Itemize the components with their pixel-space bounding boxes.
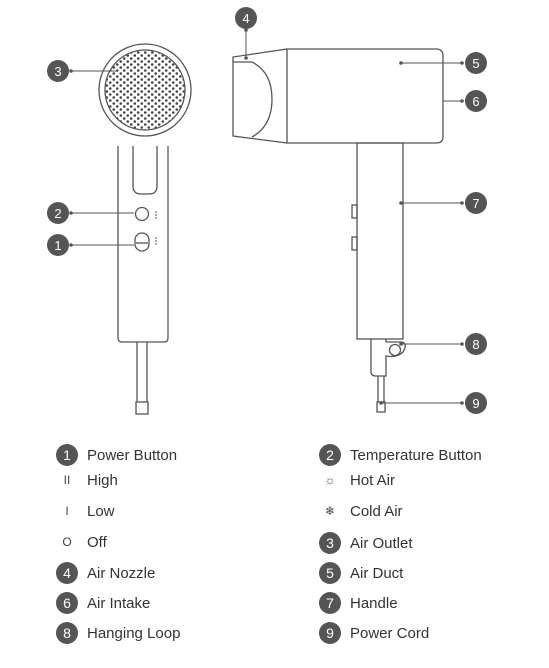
svg-text:7: 7	[472, 196, 479, 211]
legend-low: I Low	[56, 499, 115, 523]
legend-air-outlet: 3 Air Outlet	[319, 531, 413, 555]
air-outlet-grill	[104, 49, 186, 131]
legend-cold-air: ❄ Cold Air	[319, 499, 403, 523]
front-handle-body	[117, 146, 169, 343]
power-button-front	[134, 232, 150, 252]
air-nozzle	[232, 48, 288, 144]
svg-text:9: 9	[472, 396, 479, 411]
front-button-marks	[155, 211, 157, 245]
legend-badge-8: 8	[56, 622, 78, 644]
legend-label: Air Outlet	[350, 534, 413, 552]
front-view	[98, 43, 192, 415]
leader-dots	[69, 28, 464, 405]
legend-off: O Off	[56, 530, 107, 554]
callout-9: 9	[465, 392, 487, 414]
callout-3: 3	[47, 60, 69, 82]
side-button-upper	[351, 204, 358, 219]
legend-handle: 7 Handle	[319, 591, 398, 615]
svg-text:4: 4	[242, 11, 249, 26]
hanging-loop-shape	[388, 343, 402, 357]
legend-badge-4: 4	[56, 562, 78, 584]
legend-label: Off	[87, 533, 107, 551]
front-handle-slot	[132, 146, 158, 195]
legend-label: Power Cord	[350, 624, 430, 642]
legend-badge-9: 9	[319, 622, 341, 644]
nozzle-contour	[233, 61, 273, 138]
leader-lines	[71, 30, 462, 404]
svg-text:6: 6	[472, 94, 479, 109]
legend-temperature-button: 2 Temperature Button	[319, 443, 482, 467]
legend-label: Hot Air	[350, 471, 396, 489]
legend-label: Low	[87, 502, 115, 520]
legend-power-button: 1 Power Button	[56, 443, 177, 467]
side-handle	[356, 142, 404, 340]
legend-high: II High	[56, 468, 118, 492]
legend-label: Hanging Loop	[87, 624, 181, 642]
legend-power-cord: 9 Power Cord	[319, 621, 429, 645]
svg-text:1: 1	[54, 238, 61, 253]
legend-hot-air: ☼ Hot Air	[319, 468, 396, 492]
legend-label: Temperature Button	[350, 446, 482, 464]
svg-text:8: 8	[472, 337, 479, 352]
callout-2: 2	[47, 202, 69, 224]
legend-badge-7: 7	[319, 592, 341, 614]
high-icon: II	[63, 473, 71, 487]
side-view	[232, 48, 444, 413]
legend-badge-2: 2	[319, 444, 341, 466]
legend-air-nozzle: 4 Air Nozzle	[56, 561, 155, 585]
legend-label: Air Duct	[350, 564, 404, 582]
legend-badge-6: 6	[56, 592, 78, 614]
front-cord-plug	[135, 401, 149, 415]
legend-air-duct: 5 Air Duct	[319, 561, 403, 585]
callout-6: 6	[465, 90, 487, 112]
legend-label: High	[87, 471, 118, 489]
side-button-lower	[351, 236, 358, 251]
low-icon: I	[65, 504, 69, 518]
legend-label: Air Intake	[87, 594, 151, 612]
legend-label: Air Nozzle	[87, 564, 156, 582]
legend-air-intake: 6 Air Intake	[56, 591, 150, 615]
legend-badge-5: 5	[319, 562, 341, 584]
callout-5: 5	[465, 52, 487, 74]
off-icon: O	[62, 535, 72, 549]
callout-4: 4	[235, 7, 257, 29]
legend-badge-1: 1	[56, 444, 78, 466]
snowflake-icon: ❄	[324, 504, 336, 518]
svg-text:3: 3	[54, 64, 61, 79]
legend-label: Cold Air	[350, 502, 403, 520]
hair-dryer-diagram: 1 2 3 4 5 6 7 8 9	[47, 7, 487, 415]
legend-hanging-loop: 8 Hanging Loop	[56, 621, 180, 645]
sun-icon: ☼	[324, 473, 336, 487]
svg-text:2: 2	[54, 206, 61, 221]
callout-7: 7	[465, 192, 487, 214]
callout-8: 8	[465, 333, 487, 355]
air-duct	[286, 48, 444, 144]
air-outlet-ring	[98, 43, 192, 137]
callout-1: 1	[47, 234, 69, 256]
svg-text:5: 5	[472, 56, 479, 71]
temperature-button-front	[134, 206, 150, 222]
legend-label: Power Button	[87, 446, 178, 464]
legend-label: Handle	[350, 594, 398, 612]
legend-badge-3: 3	[319, 532, 341, 554]
